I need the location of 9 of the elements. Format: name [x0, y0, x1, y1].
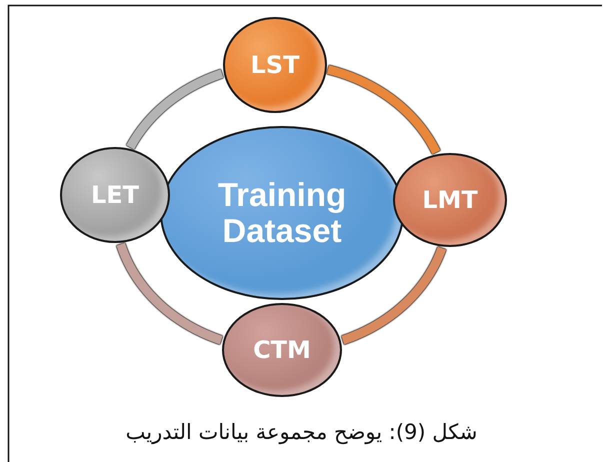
node-label: LST	[250, 52, 300, 78]
figure-caption: شكل (9): يوضح مجموعة بيانات التدريب	[126, 420, 478, 444]
node-label: CTM	[253, 336, 311, 364]
ring-connector	[116, 240, 224, 344]
ring-connector	[324, 65, 440, 156]
node-label: Training Dataset	[216, 176, 348, 250]
node-label: LET	[90, 182, 140, 208]
node-label: LMT	[422, 186, 478, 214]
ring-connector	[340, 244, 446, 344]
